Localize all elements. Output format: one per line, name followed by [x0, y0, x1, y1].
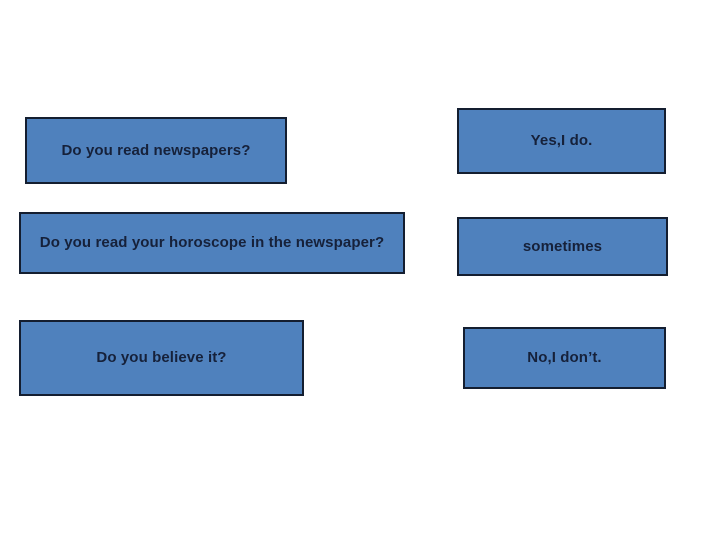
- answer-label: No,I don’t.: [527, 349, 602, 366]
- answer-box-no-i-dont: No,I don’t.: [463, 327, 666, 389]
- answer-label: sometimes: [522, 237, 603, 255]
- question-box-read-newspapers: Do you read newspapers?: [25, 117, 287, 184]
- question-box-believe-it: Do you believe it?: [19, 320, 304, 396]
- question-box-read-horoscope: Do you read your horoscope in the newspa…: [19, 212, 405, 274]
- answer-box-sometimes: sometimes: [457, 217, 668, 276]
- question-label: Do you read newspapers?: [61, 141, 251, 159]
- question-label: Do you believe it?: [96, 349, 227, 366]
- answer-box-yes-i-do: Yes,I do.: [457, 108, 666, 174]
- answer-label: Yes,I do.: [530, 132, 593, 149]
- question-label: Do you read your horoscope in the newspa…: [39, 234, 385, 251]
